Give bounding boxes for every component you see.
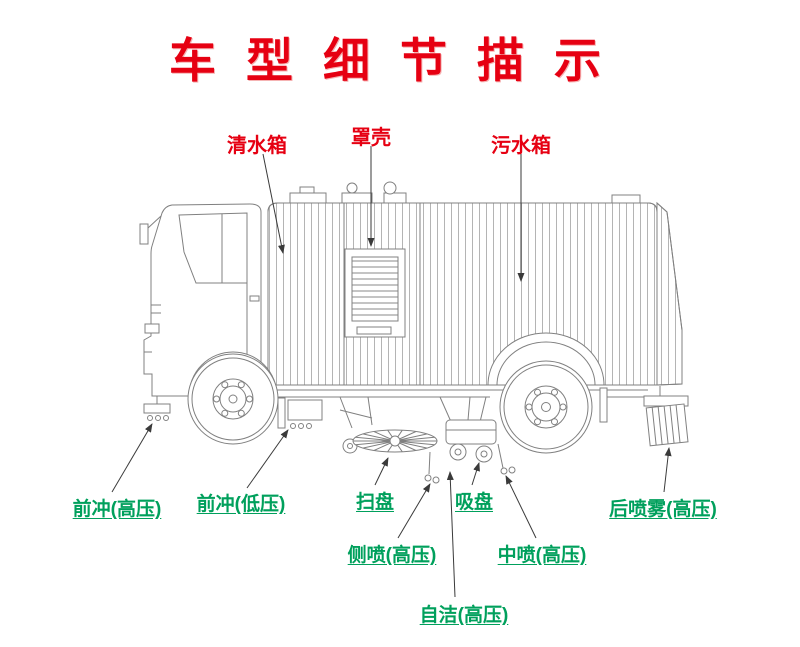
front-wheel [187, 351, 286, 445]
rear-panel [656, 201, 683, 386]
arrow-side-spray [397, 483, 431, 539]
side-spray-nozzle [432, 476, 440, 484]
middle-spray-nozzle [500, 467, 508, 475]
rear-wheel [487, 332, 608, 454]
label-sewage-tank: 污水箱 [491, 135, 551, 157]
label-cover-shell: 罩壳 [351, 127, 391, 149]
annotation-arrows [111, 146, 672, 598]
diagram-title: 车型细节描示 [169, 34, 631, 87]
side-mirror [139, 223, 149, 245]
arrow-front-flush-high [111, 423, 153, 493]
front-mudflap [277, 397, 286, 429]
arrow-middle-spray [505, 475, 537, 539]
label-front-flush-high-pressure: 前冲(高压) [72, 499, 162, 520]
arrow-rear-spray [663, 447, 672, 493]
cover-grille [344, 248, 406, 338]
sweep-disc-brush [339, 396, 440, 484]
middle-spray-nozzle [508, 466, 516, 474]
headlight [144, 323, 160, 334]
rear-mudflap [599, 387, 608, 423]
label-rear-spray-high-pressure: 后喷雾(高压) [609, 499, 717, 520]
side-spray-nozzle [424, 474, 432, 482]
rear-spray-unit [643, 386, 689, 447]
arrow-clean-water-tank [262, 153, 285, 254]
front-flush-nozzles [143, 396, 171, 421]
arrow-suction-plate [471, 462, 480, 486]
tank-top-hatches [289, 181, 641, 204]
label-suction-plate: 吸盘 [454, 492, 494, 513]
label-front-flush-low-pressure: 前冲(低压) [196, 494, 286, 515]
door-handle [249, 295, 260, 302]
label-clean-water-tank: 清水箱 [227, 135, 287, 157]
arrow-front-flush-low [246, 429, 289, 489]
label-middle-spray-high-pressure: 中喷(高压) [497, 545, 587, 566]
low-pressure-flush-unit [287, 399, 323, 429]
arrow-sweep-disc [374, 457, 389, 486]
label-sweep-disc: 扫盘 [355, 492, 395, 513]
arrow-self-clean [446, 471, 456, 598]
label-self-clean-high-pressure: 自洁(高压) [419, 605, 509, 626]
suction-unit [439, 396, 516, 475]
tank-body [267, 202, 658, 386]
label-side-spray-high-pressure: 侧喷(高压) [347, 545, 437, 566]
